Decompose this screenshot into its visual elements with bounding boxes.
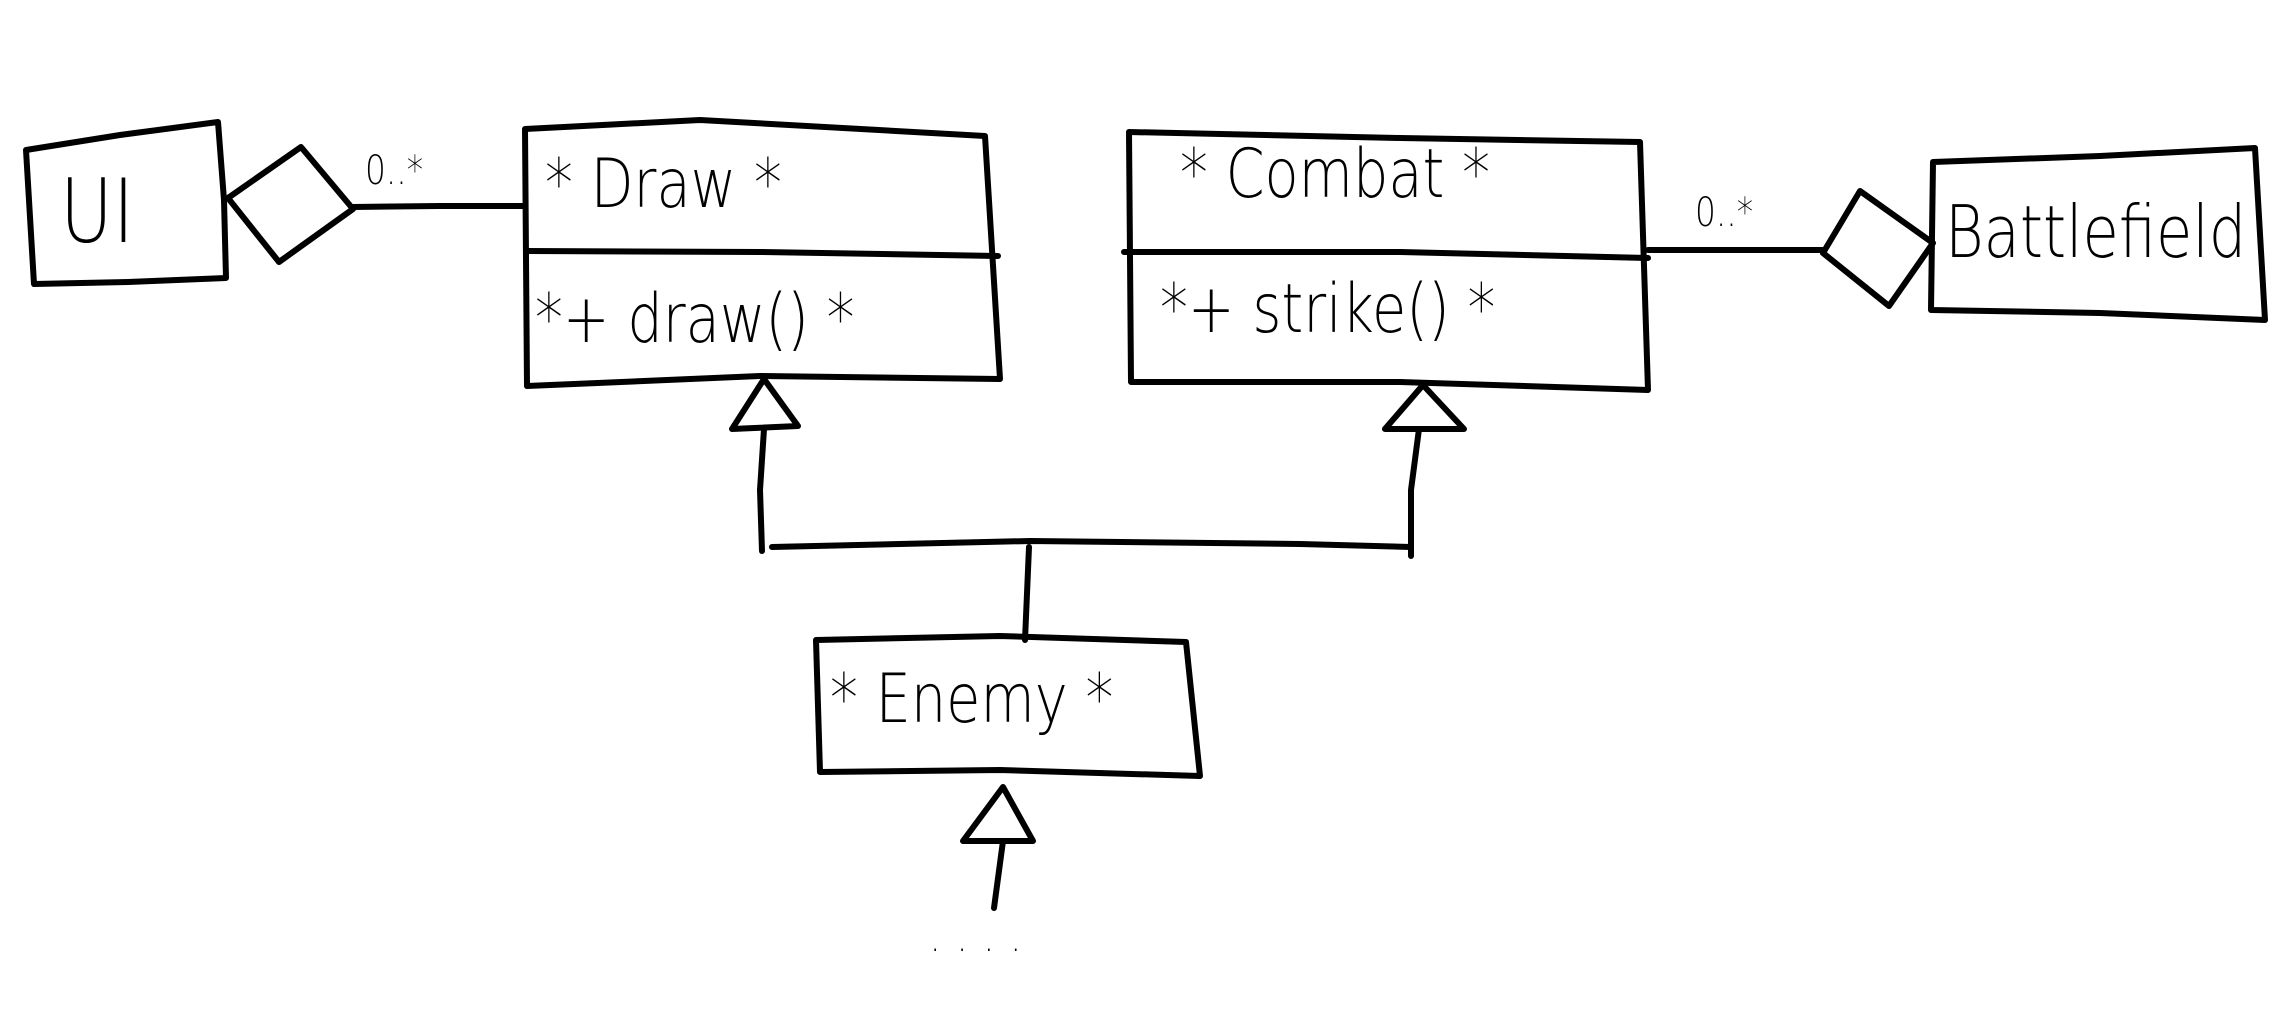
ui-draw-multiplicity: 0..* bbox=[365, 148, 424, 194]
inheritance-line-subclass bbox=[991, 838, 1006, 911]
inheritance-bus bbox=[769, 538, 1414, 550]
ui-class-name: UI bbox=[60, 160, 135, 263]
battlefield-class-box bbox=[1928, 145, 2268, 323]
combat-battlefield-multiplicity: 0..* bbox=[1695, 190, 1754, 236]
association-ui-draw bbox=[350, 203, 528, 210]
inheritance-arrow-enemy bbox=[960, 784, 1036, 844]
inheritance-line-draw bbox=[757, 426, 767, 554]
inheritance-line-combat bbox=[1408, 426, 1422, 559]
combat-class-name: * Combat * bbox=[1180, 135, 1491, 214]
combat-class-divider bbox=[1121, 249, 1651, 261]
inheritance-arrow-draw bbox=[729, 376, 801, 432]
enemy-class-name: * Enemy * bbox=[830, 660, 1114, 739]
ui-class-box bbox=[23, 119, 229, 287]
enemy-class-box bbox=[813, 633, 1203, 779]
combat-class-box bbox=[1126, 129, 1651, 393]
draw-class-divider bbox=[524, 248, 1001, 259]
aggregation-diamond-battlefield bbox=[1820, 188, 1936, 309]
draw-class-box bbox=[522, 117, 1003, 389]
battlefield-class-name: Battlefield bbox=[1945, 190, 2247, 274]
aggregation-diamond-ui bbox=[225, 144, 356, 265]
inheritance-arrow-combat bbox=[1382, 382, 1467, 432]
draw-class-name: * Draw * bbox=[545, 145, 782, 224]
combat-method: *+ strike() * bbox=[1160, 270, 1496, 349]
continuation-dots: .... bbox=[930, 915, 1038, 961]
draw-method: *+ draw() * bbox=[535, 280, 855, 359]
inheritance-line-enemy bbox=[1022, 544, 1032, 643]
